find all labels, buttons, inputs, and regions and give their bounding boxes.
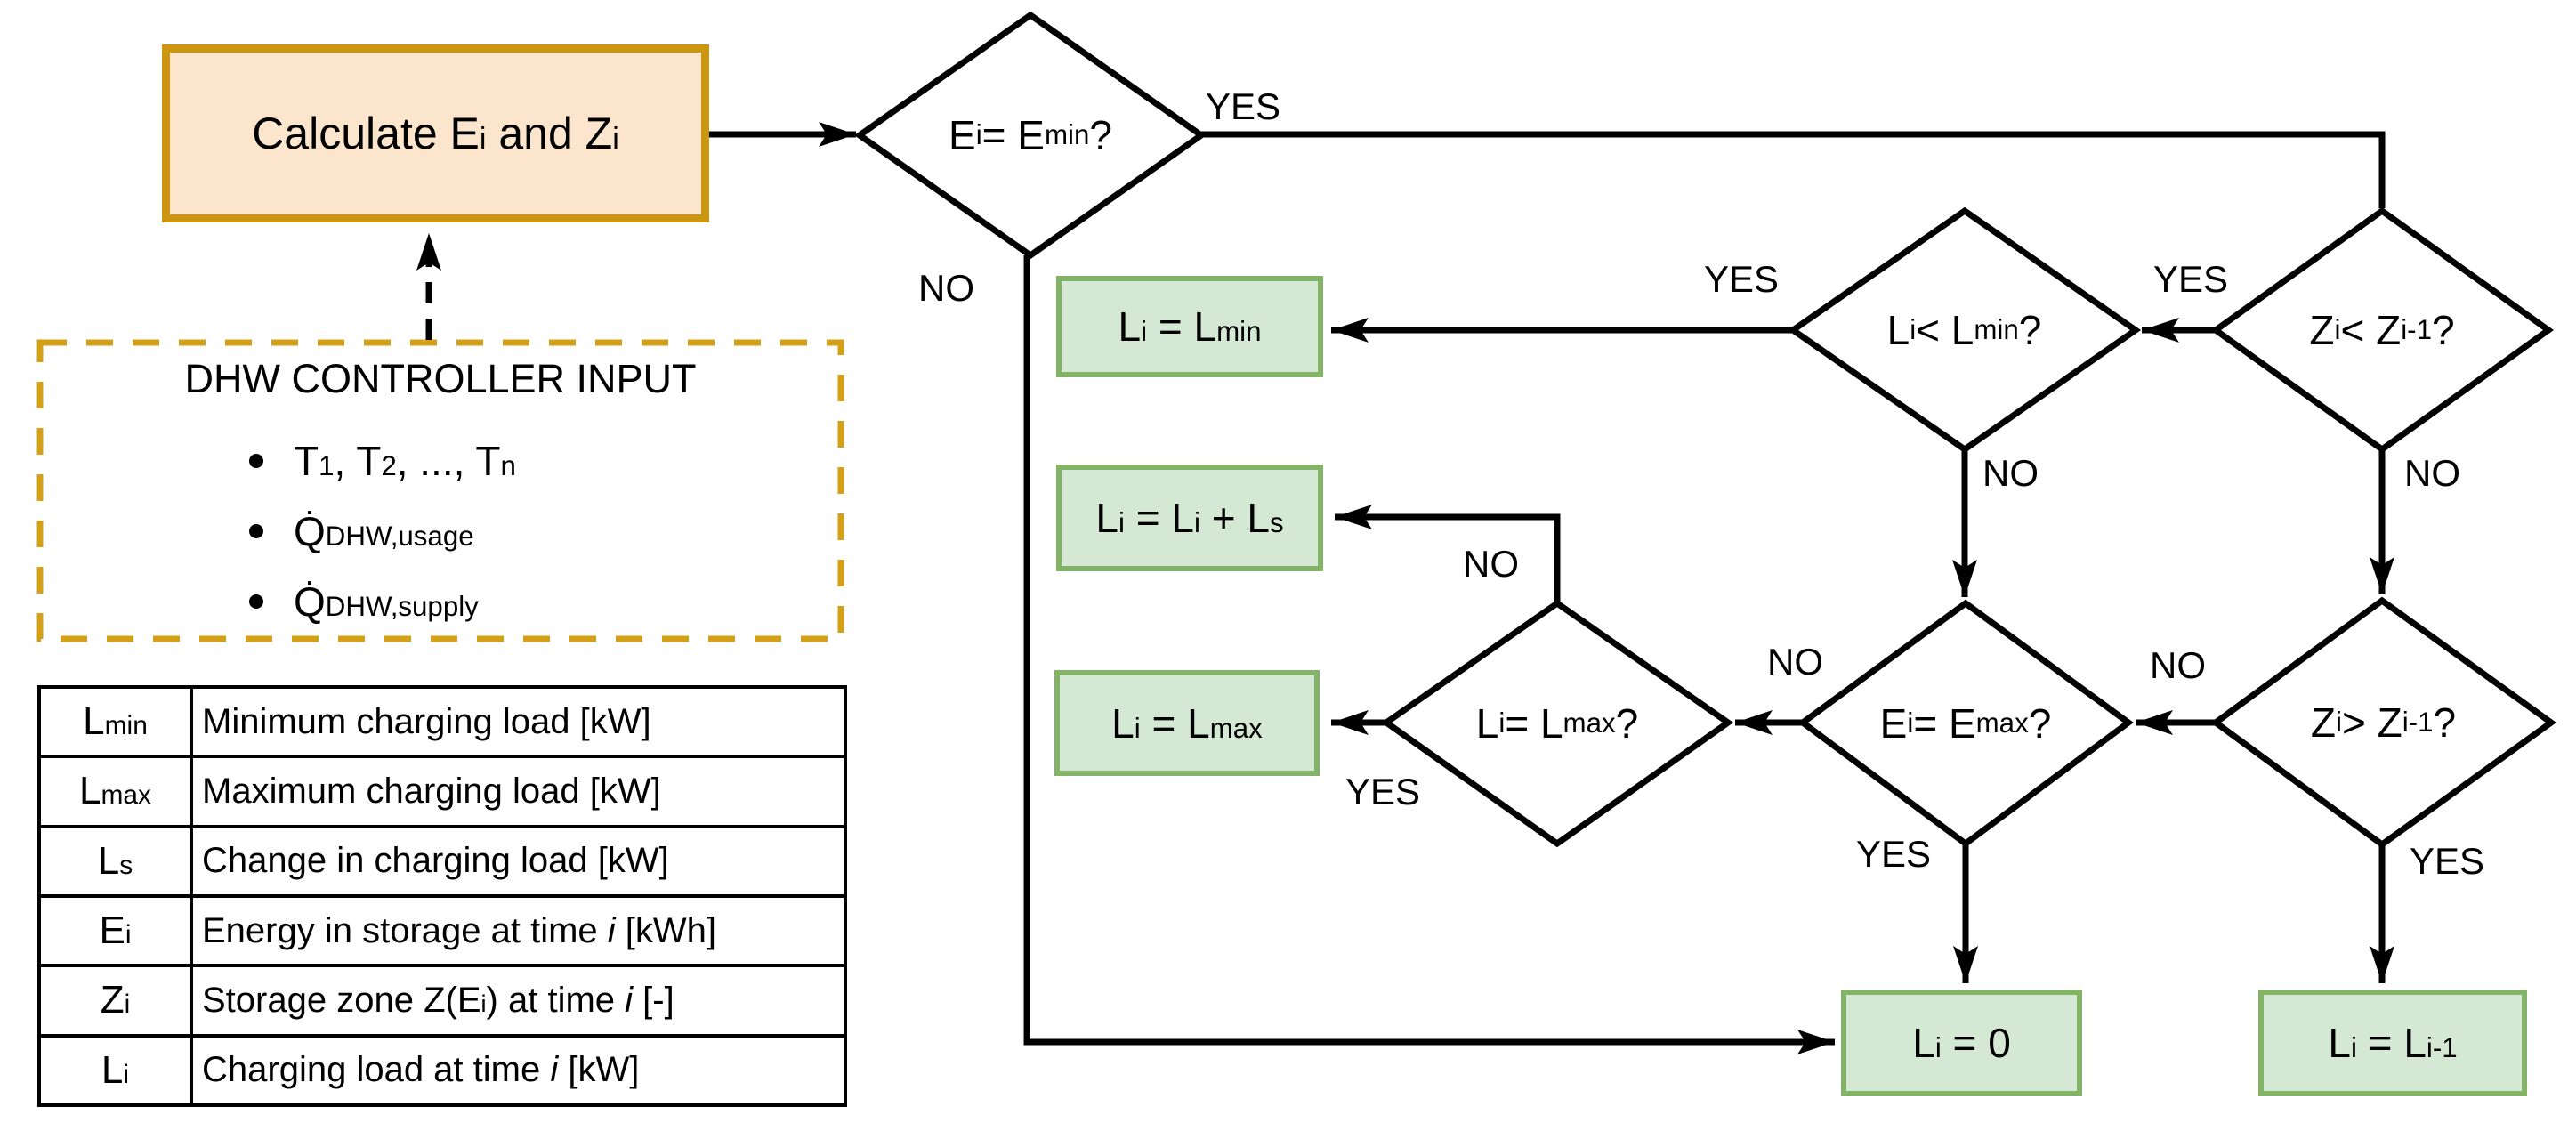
legend-table: Lmin Minimum charging load [kW] Lmax Max…	[37, 684, 847, 1108]
edge-label-emin-no: NO	[918, 267, 974, 309]
edge-label-zlt-yes: YES	[2153, 258, 2229, 300]
decision-zgt-shape	[2210, 596, 2556, 849]
dhw-bullet-q-supply: Q̇DHW,supply	[249, 566, 516, 636]
legend-desc: Minimum charging load [kW]	[190, 684, 847, 759]
decision-emax-shape	[1797, 599, 2134, 848]
dhw-input-bullet-list: T1, T2, ..., Tn Q̇DHW,usage Q̇DHW,supply	[249, 425, 516, 636]
bullet-dot-icon	[249, 453, 263, 468]
legend-symbol: Lmin	[37, 684, 193, 759]
process-calculate-box: Calculate Ei and Zi	[162, 44, 709, 222]
legend-desc: Change in charging load [kW]	[190, 824, 847, 898]
legend-symbol: Ls	[37, 824, 193, 898]
edge-label-zlt-no: NO	[2404, 452, 2460, 494]
result-add-ls-box: Li = Li + Ls	[1056, 465, 1323, 571]
legend-row: Lmax Maximum charging load [kW]	[37, 755, 847, 828]
edge-emin-no	[1023, 255, 1835, 1054]
dhw-input-title: DHW CONTROLLER INPUT	[184, 356, 697, 401]
dhw-bullet-q-supply-label: Q̇DHW,supply	[294, 578, 479, 625]
legend-row: Lmin Minimum charging load [kW]	[37, 684, 847, 759]
legend-symbol: Lmax	[37, 755, 193, 828]
result-set-lmax-label: Li = Lmax	[1111, 699, 1263, 747]
edge-label-emax-yes: YES	[1856, 833, 1932, 875]
result-set-lmin-label: Li = Lmin	[1118, 303, 1262, 350]
legend-symbol: Ei	[37, 893, 193, 968]
bullet-dot-icon	[249, 594, 263, 609]
edge-label-zgt-yes: YES	[2410, 840, 2485, 882]
legend-row: Zi Storage zone Z(Ei) at time i [-]	[37, 964, 847, 1038]
edge-lmax-no	[1335, 505, 1561, 603]
edge-emin-yes	[1201, 131, 2386, 208]
legend-symbol: Li	[37, 1033, 193, 1108]
legend-row: Ei Energy in storage at time i [kWh]	[37, 893, 847, 968]
result-set-zero-label: Li = 0	[1912, 1020, 2011, 1066]
legend-desc: Charging load at time i [kW]	[190, 1033, 847, 1108]
dhw-bullet-temperatures: T1, T2, ..., Tn	[249, 425, 516, 496]
result-keep-prev-box: Li = Li-1	[2258, 990, 2527, 1096]
edge-label-lmin-yes: YES	[1704, 258, 1780, 300]
legend-desc: Energy in storage at time i [kWh]	[190, 893, 847, 968]
process-calculate-label: Calculate Ei and Zi	[252, 109, 619, 158]
legend-row: Ls Change in charging load [kW]	[37, 824, 847, 898]
edge-label-lmax-yes: YES	[1345, 771, 1421, 812]
decision-lmax-shape	[1380, 599, 1734, 848]
dhw-bullet-q-usage: Q̇DHW,usage	[249, 496, 516, 566]
edge-label-lmin-no: NO	[1982, 452, 2039, 494]
edge-label-emax-no: NO	[1767, 641, 1823, 683]
dhw-bullet-temperatures-label: T1, T2, ..., Tn	[294, 437, 516, 484]
result-set-lmin-box: Li = Lmin	[1056, 276, 1323, 377]
legend-row: Li Charging load at time i [kW]	[37, 1033, 847, 1108]
bullet-dot-icon	[249, 523, 263, 538]
result-keep-prev-label: Li = Li-1	[2328, 1020, 2458, 1066]
edge-label-emin-yes: YES	[1206, 85, 1281, 127]
decision-zlt-shape	[2209, 206, 2555, 454]
result-set-lmax-box: Li = Lmax	[1054, 670, 1320, 776]
result-add-ls-label: Li = Li + Ls	[1095, 495, 1284, 541]
decision-emin-shape	[853, 11, 1207, 260]
legend-desc: Storage zone Z(Ei) at time i [-]	[190, 964, 847, 1038]
edge-label-lmax-no: NO	[1463, 543, 1519, 585]
decision-lmin-shape	[1787, 206, 2142, 454]
legend-symbol: Zi	[37, 964, 193, 1038]
dhw-bullet-q-usage-label: Q̇DHW,usage	[294, 507, 474, 554]
edge-label-zgt-no: NO	[2150, 644, 2206, 686]
result-set-zero-box: Li = 0	[1841, 990, 2082, 1096]
legend-desc: Maximum charging load [kW]	[190, 755, 847, 828]
dhw-input-box-border	[36, 339, 844, 642]
